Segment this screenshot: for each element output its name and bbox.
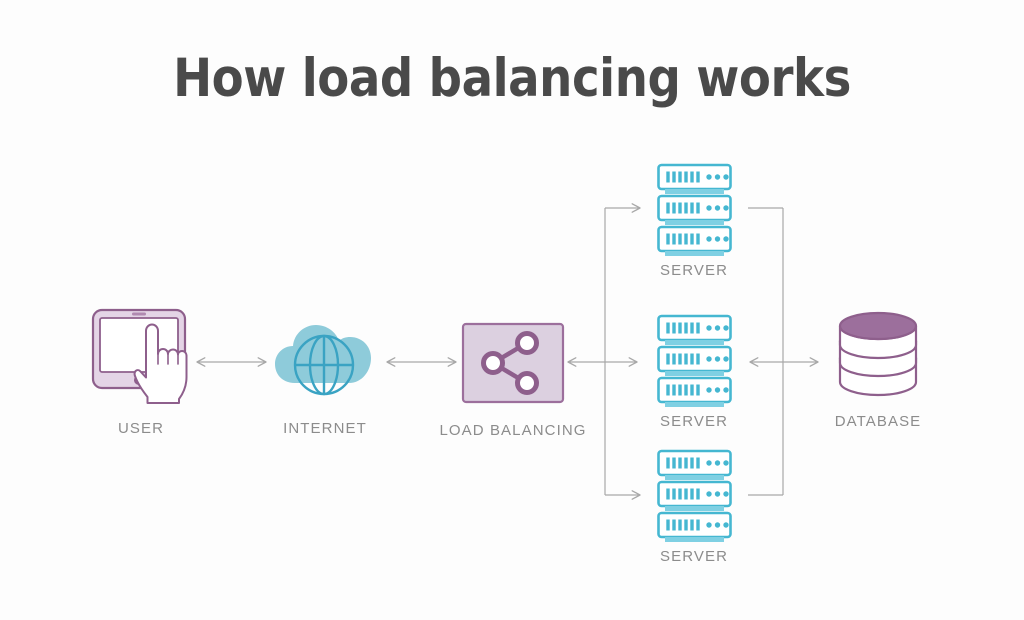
share-nodes-icon [461,322,565,404]
server-unit [657,480,732,511]
load-balancer-box [461,322,565,404]
node-label-user: USER [117,420,165,437]
pointing-hand-icon [133,323,188,404]
node-label-server-top: SERVER [659,262,728,279]
server-unit [657,163,732,194]
database-icon [838,311,918,397]
cloud-globe-icon [275,325,371,396]
node-server-bottom[interactable]: SERVER [638,449,750,574]
server-unit [657,314,732,345]
node-server-top[interactable]: SERVER [638,163,750,288]
node-label-server-bottom: SERVER [659,548,728,565]
server-stack-icon [657,314,732,407]
node-database[interactable]: DATABASE [822,310,934,440]
server-unit [657,194,732,225]
node-user[interactable]: USER [85,302,197,442]
tablet-hand-icon [91,308,188,404]
node-label-internet: INTERNET [283,420,367,437]
server-stack-icon [657,449,732,542]
server-unit [657,511,732,542]
node-server-middle[interactable]: SERVER [638,314,750,439]
globe-shape [293,334,355,396]
server-unit [657,225,732,256]
share-glyph [481,331,539,395]
node-load-balancing[interactable]: LOAD BALANCING [439,318,585,448]
tablet-camera-notch [132,312,146,316]
server-unit [657,449,732,480]
node-internet[interactable]: INTERNET [269,305,381,445]
node-label-server-middle: SERVER [659,413,728,430]
node-label-database: DATABASE [834,413,922,430]
node-label-load-balancing: LOAD BALANCING [439,422,587,439]
server-stack-icon [657,163,732,256]
page-title: How load balancing works [173,48,851,109]
server-unit [657,376,732,407]
server-unit [657,345,732,376]
